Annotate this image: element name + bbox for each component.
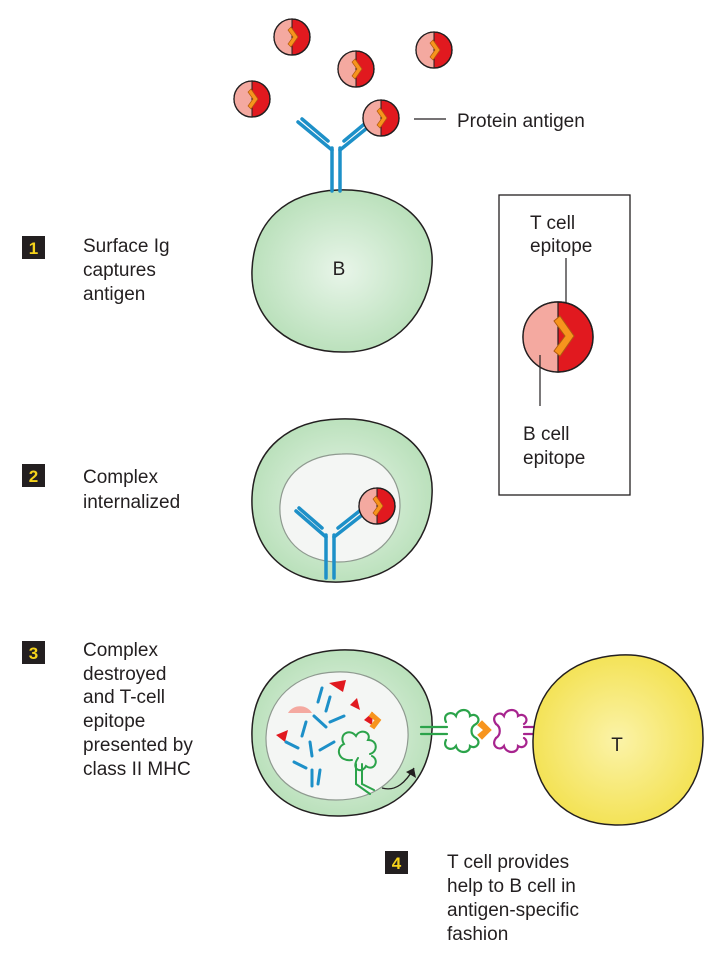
step-1-line-3: antigen [83, 284, 145, 305]
step-number-box [22, 641, 45, 664]
step-1-line-1: Surface Ig [83, 236, 170, 257]
step-number-box [22, 236, 45, 259]
internalized-antigen [358, 487, 396, 525]
step-3-line-1: Complex [83, 640, 158, 661]
step-1-b-cell: Protein antigen B [251, 99, 585, 353]
protein-antigen-label: Protein antigen [457, 111, 585, 132]
step-3-line-5: presented by [83, 735, 193, 756]
step-number: 3 [29, 644, 38, 663]
bound-antigen [362, 99, 400, 137]
b-cell-label: B [333, 259, 346, 280]
epitope-inset: T cell epitope B cell epitope [498, 194, 631, 496]
b-cell-1 [251, 189, 433, 353]
step-4-line-4: fashion [447, 924, 508, 945]
mhc-class-ii-surface [419, 708, 480, 754]
antigen-molecule [415, 31, 453, 69]
t-cell-label: T [611, 735, 623, 756]
step-1-label: 1 Surface Ig captures antigen [22, 236, 170, 305]
b-cell-epitope-label-line2: epitope [523, 448, 585, 469]
antigen-molecule [337, 50, 375, 88]
step-4-line-1: T cell provides [447, 852, 569, 873]
step-4-line-2: help to B cell in [447, 876, 576, 897]
step-number: 2 [29, 467, 38, 486]
step-2-b-cell [251, 418, 433, 583]
t-cell: T [532, 654, 704, 826]
internalized-antibody [294, 506, 368, 580]
step-2-line-2: internalized [83, 492, 180, 513]
step-2-label: 2 Complex internalized [22, 464, 180, 513]
step-number: 4 [392, 854, 402, 873]
endosome [279, 453, 401, 563]
lysosome [265, 671, 409, 801]
t-cell-epitope-label-line2: epitope [530, 236, 592, 257]
step-number: 1 [29, 239, 38, 258]
step-2-line-1: Complex [83, 467, 158, 488]
large-antigen [522, 301, 594, 373]
step-3-line-6: class II MHC [83, 759, 191, 780]
step-3-label: 3 Complex destroyed and T-cell epitope p… [22, 640, 193, 780]
antibody-fragments [284, 686, 346, 788]
surface-ig-antibody [296, 117, 374, 193]
step-4-label: 4 T cell provides help to B cell in anti… [385, 851, 579, 945]
t-cell-epitope-label-line1: T cell [530, 213, 575, 234]
step-3-line-4: epitope [83, 711, 145, 732]
step-1-line-2: captures [83, 260, 156, 281]
free-antigens [233, 18, 453, 118]
presented-t-cell-epitope [477, 720, 492, 740]
antigen-fragments [276, 680, 382, 742]
step-4-line-3: antigen-specific [447, 900, 579, 921]
mhc-class-ii-internal [337, 730, 377, 795]
t-cell-body [532, 654, 704, 826]
antigen-molecule [273, 18, 311, 56]
b-cell-epitope-label-line1: B cell [523, 424, 569, 445]
step-3-line-2: destroyed [83, 664, 166, 685]
step-number-box [385, 851, 408, 874]
step-3-line-3: and T-cell [83, 687, 165, 708]
step-number-box [22, 464, 45, 487]
step-3-b-cell [251, 649, 546, 817]
antigen-molecule [233, 80, 271, 118]
